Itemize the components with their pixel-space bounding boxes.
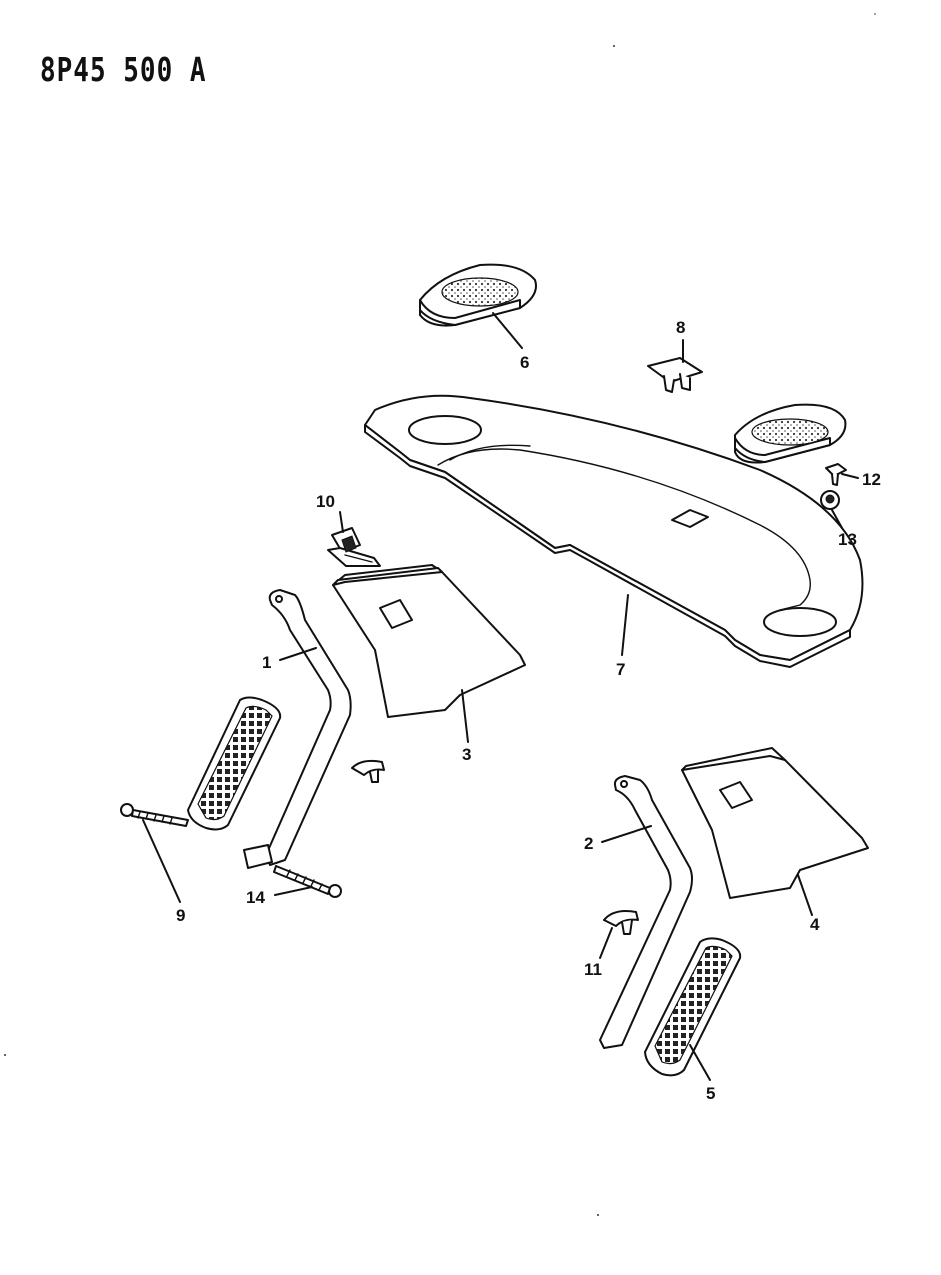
callout-5: 5 xyxy=(706,1084,715,1103)
callout-1: 1 xyxy=(262,653,271,672)
callout-4: 4 xyxy=(810,915,820,934)
quarter-trim-panel-left xyxy=(332,564,526,718)
package-shelf-panel xyxy=(364,394,864,668)
pillar-trim-left xyxy=(243,589,352,869)
callout-6: 6 xyxy=(520,353,529,372)
louver-vent-right xyxy=(644,937,742,1077)
nut xyxy=(820,490,840,510)
push-pin xyxy=(825,463,847,486)
louver-vent-left xyxy=(187,696,282,831)
trim-clip-left xyxy=(351,759,385,783)
screw-left xyxy=(120,803,189,827)
scan-specks xyxy=(4,13,876,1216)
speaker-grille-right xyxy=(734,403,847,464)
callout-labels: 1 2 3 4 5 6 7 8 9 10 11 12 13 14 xyxy=(176,318,881,1103)
retainer-clip xyxy=(647,357,703,393)
callout-10: 10 xyxy=(316,492,335,511)
leader-lines xyxy=(142,312,859,1081)
callout-9: 9 xyxy=(176,906,185,925)
pillar-trim-right xyxy=(599,775,693,1049)
callout-3: 3 xyxy=(462,745,471,764)
quarter-trim-panel-right xyxy=(681,747,869,899)
callout-8: 8 xyxy=(676,318,685,337)
callout-11: 11 xyxy=(584,960,602,979)
callout-2: 2 xyxy=(584,834,593,853)
callout-13: 13 xyxy=(838,530,857,549)
callout-7: 7 xyxy=(616,660,625,679)
callout-14: 14 xyxy=(246,888,265,907)
screw-lower xyxy=(273,865,342,898)
drawing-number: 8P45 500 A xyxy=(40,52,207,90)
speaker-grille-left xyxy=(419,263,537,327)
bracket xyxy=(327,527,381,567)
trim-clip-right xyxy=(603,910,639,935)
callout-12: 12 xyxy=(862,470,881,489)
